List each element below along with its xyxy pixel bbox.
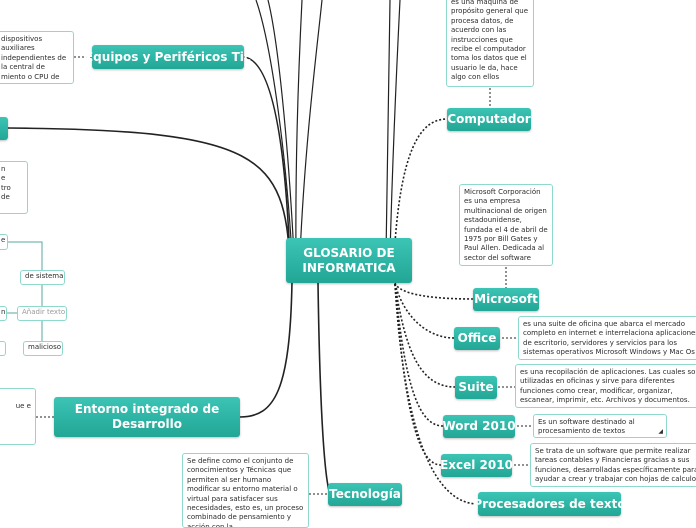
chip-link-e [8,241,43,262]
link-top-left-1 [255,0,293,256]
note-microsoft[interactable]: Microsoft Corporación es una empresa mul… [459,184,553,266]
chip-malicioso[interactable]: malicioso [23,341,63,356]
link-top-right-2 [389,0,401,256]
link-entorno [239,281,293,418]
chip-e[interactable]: e [0,234,8,250]
note-equipos-perifericos[interactable]: dispositivos auxiliares independientes d… [0,31,74,84]
note-excel-2010[interactable]: Se trata de un software que permite real… [530,443,696,487]
note-computador[interactable]: es una máquina de propósito general que … [446,0,534,87]
topic-equipos-perifericos[interactable]: Equipos y Periféricos Tic [85,45,251,69]
chip-left-edge[interactable] [0,341,6,356]
topic-word-2010[interactable]: Word 2010 [442,415,516,438]
note-tecnologia[interactable]: Se define como el conjunto de conocimien… [182,453,309,528]
link-left-topic [7,127,291,266]
central-topic[interactable]: GLOSARIO DE INFORMATICA [286,238,412,283]
chip-n[interactable]: n [0,306,7,321]
resize-handle-icon[interactable]: ◢ [658,427,663,435]
link-top-left-3 [295,0,303,256]
link-excel [394,283,442,466]
topic-computador[interactable]: Computador [447,108,531,131]
note-connectors [36,56,533,495]
link-computador [393,118,448,259]
link-tecnologia [317,282,331,495]
link-top-left-2 [267,0,295,256]
link-suite [394,283,456,388]
link-equipos [243,56,291,263]
chip-anadir-texto[interactable]: Añadir texto [17,306,67,321]
link-office [394,283,455,339]
topic-suite[interactable]: Suite [455,376,497,399]
link-microsoft [394,282,474,300]
link-word [394,283,444,427]
note-office[interactable]: es una suite de oficina que abarca el me… [518,316,696,360]
chip-connectors [7,241,43,341]
note-word-text: Es un software destinado al procesamient… [538,418,635,436]
topic-tecnologia[interactable]: Tecnología [328,483,402,506]
note-suite[interactable]: es una recopilación de aplicaciones. Las… [515,364,696,408]
topic-procesadores-texto[interactable]: Procesadores de texto [473,492,626,516]
link-top-right-1 [385,0,391,256]
topic-entorno-integrado[interactable]: Entorno integrado de Desarrollo [54,397,240,437]
link-top-left-4 [299,0,323,256]
topic-excel-2010[interactable]: Excel 2010 [440,454,513,477]
left-connectors [7,0,331,495]
right-connectors [385,0,479,505]
chip-de-sistema[interactable]: de sistema [20,270,65,285]
topic-microsoft[interactable]: Microsoft [473,288,539,311]
note-left-mid[interactable]: n e tro de [0,161,28,214]
topic-left-offscreen[interactable] [0,117,8,140]
note-word-2010[interactable]: Es un software destinado al procesamient… [533,414,667,438]
note-entorno[interactable]: ue e [0,388,36,445]
topic-office[interactable]: Office [454,327,500,350]
